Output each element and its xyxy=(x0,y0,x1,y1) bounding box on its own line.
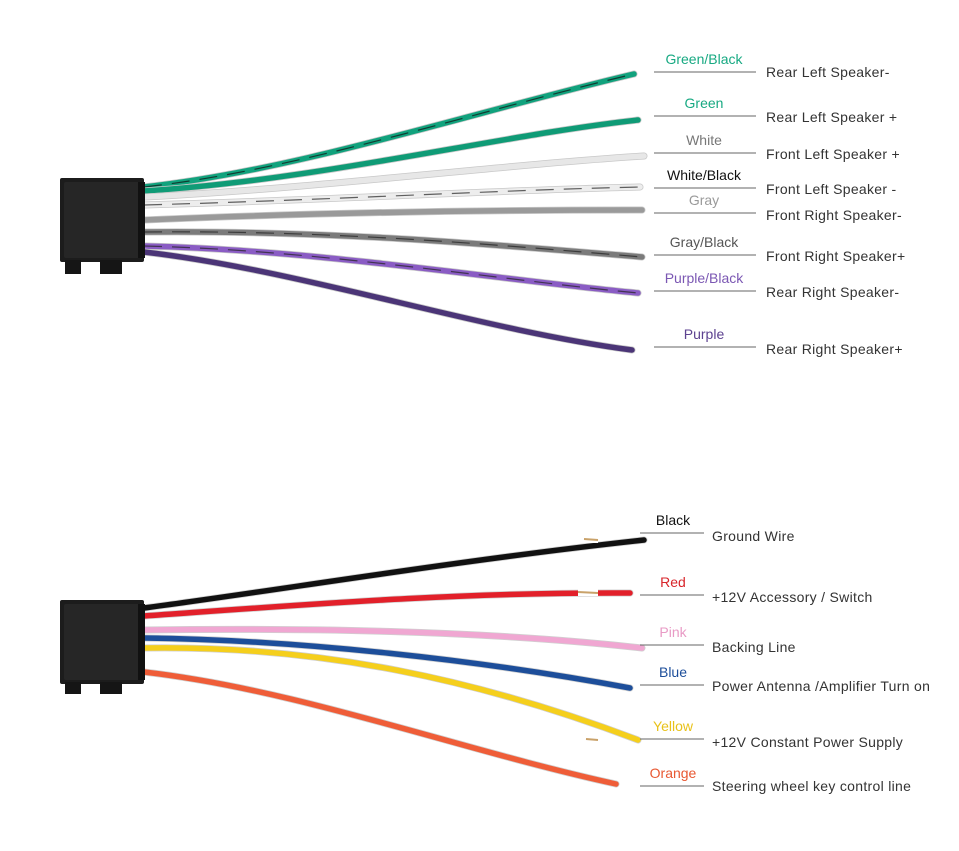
top-function-label-0: Rear Left Speaker- xyxy=(766,64,890,80)
top-wire-stripe-0 xyxy=(143,73,635,188)
top-wire-stripe-6 xyxy=(143,245,639,294)
bottom-color-label-1: Red xyxy=(660,574,686,590)
bottom-wire-copper-4 xyxy=(585,738,599,741)
bottom-wire-3 xyxy=(141,635,633,691)
bottom-function-label-5: Steering wheel key control line xyxy=(712,778,911,794)
top-wire-stripe-3 xyxy=(143,186,641,206)
top-color-label-3: White/Black xyxy=(667,167,742,183)
top-wire-4 xyxy=(141,207,645,223)
bottom-wire-5 xyxy=(141,669,619,787)
bottom-connector-plug xyxy=(60,600,145,694)
top-function-label-5: Front Right Speaker+ xyxy=(766,248,905,264)
top-wire-2 xyxy=(141,153,647,200)
bottom-wire-1 xyxy=(141,590,633,619)
top-color-label-2: White xyxy=(686,132,722,148)
bottom-function-label-3: Power Antenna /Amplifier Turn on xyxy=(712,678,930,694)
top-function-label-6: Rear Right Speaker- xyxy=(766,284,899,300)
bottom-function-label-0: Ground Wire xyxy=(712,528,795,544)
bottom-color-label-2: Pink xyxy=(659,624,687,640)
bottom-wire-0 xyxy=(141,537,647,611)
bottom-function-label-1: +12V Accessory / Switch xyxy=(712,589,873,605)
top-wire-stripe-5 xyxy=(143,231,643,258)
top-function-label-7: Rear Right Speaker+ xyxy=(766,341,903,357)
top-function-label-3: Front Left Speaker - xyxy=(766,181,897,197)
top-color-label-0: Green/Black xyxy=(665,51,743,67)
bottom-color-label-3: Blue xyxy=(659,664,687,680)
top-color-label-5: Gray/Black xyxy=(670,234,739,250)
top-color-label-4: Gray xyxy=(689,192,719,208)
bottom-function-label-4: +12V Constant Power Supply xyxy=(712,734,903,750)
bottom-harness-wires xyxy=(140,536,648,788)
top-function-label-1: Rear Left Speaker + xyxy=(766,109,897,125)
top-function-label-4: Front Right Speaker- xyxy=(766,207,902,223)
top-color-label-1: Green xyxy=(685,95,724,111)
bottom-color-label-4: Yellow xyxy=(653,718,694,734)
bottom-wire-4 xyxy=(141,645,641,743)
top-wire-7 xyxy=(141,249,635,353)
top-color-label-6: Purple/Black xyxy=(665,270,745,286)
bottom-wire-copper-1 xyxy=(577,591,599,594)
top-function-label-2: Front Left Speaker + xyxy=(766,146,900,162)
bottom-wire-2 xyxy=(141,626,645,651)
bottom-wire-copper-0 xyxy=(583,538,599,541)
top-wire-1 xyxy=(141,117,641,194)
top-wire-5 xyxy=(141,229,645,260)
top-harness-wires xyxy=(140,70,648,354)
top-connector-plug xyxy=(60,178,145,274)
bottom-color-label-5: Orange xyxy=(650,765,697,781)
top-color-label-7: Purple xyxy=(684,326,725,342)
bottom-color-label-0: Black xyxy=(656,512,691,528)
bottom-function-label-2: Backing Line xyxy=(712,639,796,655)
